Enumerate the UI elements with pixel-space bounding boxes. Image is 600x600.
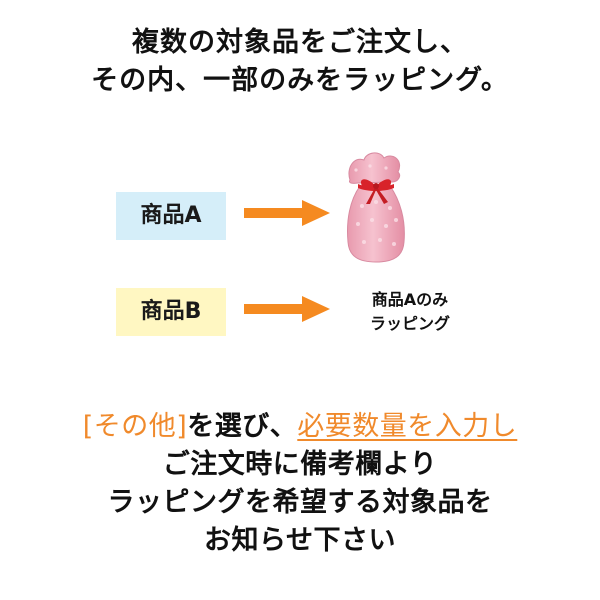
- note-line-1: 商品Aのみ: [371, 290, 449, 309]
- wrapping-result-note: 商品Aのみ ラッピング: [340, 288, 480, 336]
- gift-bag-icon: [347, 152, 405, 263]
- title-line-1: 複数の対象品をご注文し、: [132, 27, 468, 58]
- instructions-text-1: を選び、: [187, 411, 298, 442]
- product-a-label: 商品A: [116, 192, 226, 240]
- arrow-right-icon: [244, 200, 330, 226]
- product-b-label: 商品B: [116, 288, 226, 336]
- title-line-2: その内、一部のみをラッピング。: [91, 65, 509, 96]
- instructions: [その他]を選び、必要数量を入力し ご注文時に備考欄より ラッピングを希望する対…: [0, 408, 600, 560]
- instructions-line-3: ラッピングを希望する対象品を: [107, 487, 493, 518]
- instructions-line-2: ご注文時に備考欄より: [162, 449, 438, 480]
- other-option-highlight: [その他]: [82, 411, 188, 442]
- instructions-line-1: [その他]を選び、必要数量を入力し: [0, 408, 600, 446]
- quantity-highlight: 必要数量を入力し: [297, 411, 518, 442]
- note-line-2: ラッピング: [369, 314, 450, 333]
- instructions-line-4: お知らせ下さい: [204, 525, 396, 556]
- page-title: 複数の対象品をご注文し、 その内、一部のみをラッピング。: [0, 24, 600, 100]
- arrow-right-icon: [244, 296, 330, 322]
